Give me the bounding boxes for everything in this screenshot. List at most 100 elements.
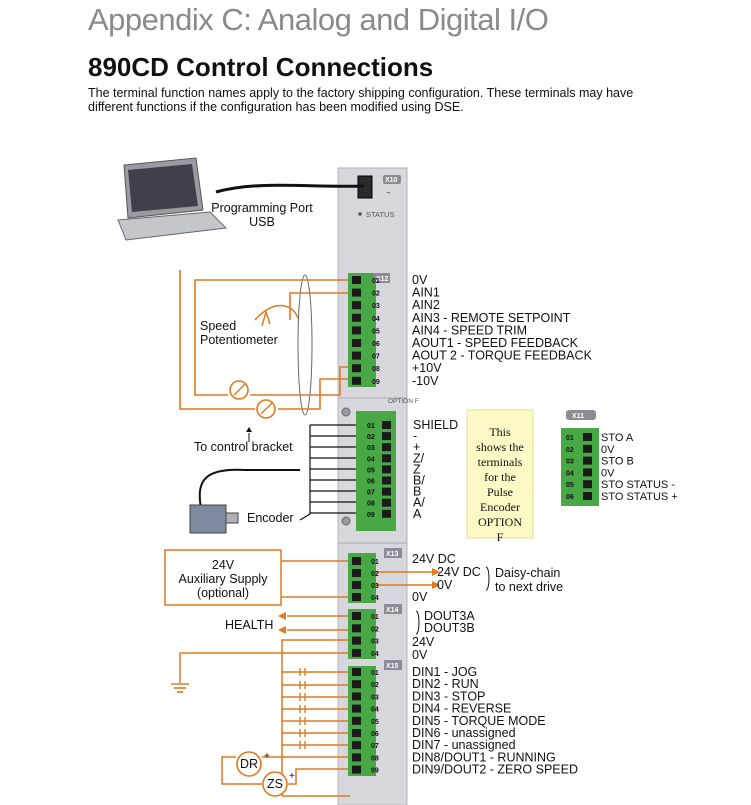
option-f-note-line: F <box>497 530 504 544</box>
x12-function-4: AIN3 - REMOTE SETPOINT <box>412 311 571 325</box>
x15-pin-08: 08 <box>371 755 379 762</box>
option-f-note-line: Encoder <box>480 500 520 514</box>
option_f-screw-06 <box>382 476 391 485</box>
x12-screw-05 <box>352 326 361 335</box>
control-bracket-label: To control bracket <box>194 440 293 454</box>
x11-function-6: STO STATUS + <box>601 491 678 503</box>
x13-function-3: 0V <box>437 578 453 592</box>
x13-function-4: 0V <box>412 590 428 604</box>
x11-pin-05: 05 <box>566 482 574 489</box>
option_f-pin-08: 08 <box>367 501 375 508</box>
x15-function-1: DIN1 - JOG <box>412 665 477 679</box>
x12-pin-09: 09 <box>372 379 380 386</box>
x11-function-2: 0V <box>601 444 615 456</box>
x11-function-4: 0V <box>601 467 615 479</box>
option_f-function-1: SHIELD <box>413 418 458 432</box>
x15-label: X15 <box>386 663 399 670</box>
x12-function-1: 0V <box>412 273 428 287</box>
x11-function-3: STO B <box>601 456 634 468</box>
option_f-pin-04: 04 <box>367 456 375 463</box>
x12-function-9: -10V <box>412 374 439 388</box>
option-f-note-line: Pulse <box>487 485 513 499</box>
dout3-brace <box>415 610 420 635</box>
option-f-label: OPTION F <box>388 398 419 405</box>
x15-pin-04: 04 <box>371 707 379 714</box>
x12-pin-01: 01 <box>372 278 380 285</box>
option-f-note-box <box>466 409 534 539</box>
x15-function-7: DIN7 - unassigned <box>412 738 516 752</box>
twisted-pair-loop <box>297 274 313 416</box>
x13-screw-04 <box>352 593 361 601</box>
x14-function-2: DOUT3B <box>424 621 475 635</box>
x12-function-7: AOUT 2 - TORQUE FEEDBACK <box>412 349 593 363</box>
option_f-screw-03 <box>382 443 391 452</box>
x12-screw-06 <box>352 339 361 347</box>
contact-symbols <box>299 668 306 749</box>
option_f-function-9: A <box>413 507 422 521</box>
speed-pot-label-2: Potentiometer <box>200 333 278 347</box>
bracket-arrowhead <box>246 427 252 432</box>
option_f-function-6: B/ <box>413 474 425 488</box>
speed-potentiometer-icon <box>254 304 299 327</box>
x15-screw-05 <box>352 716 361 725</box>
x13-function-2: 24V DC <box>437 565 481 579</box>
x12-screw-02 <box>352 288 361 297</box>
x13-label: X13 <box>386 551 399 558</box>
x11-screw-06 <box>583 492 592 500</box>
arrowhead-icon <box>278 612 286 620</box>
x12-screw-07 <box>352 351 361 360</box>
x13-tag <box>384 548 402 558</box>
x14-function-3: 24V <box>412 635 435 649</box>
health-label: HEALTH <box>225 618 273 632</box>
arrowhead-icon <box>432 581 440 589</box>
x12-label: X12 <box>376 276 389 283</box>
aux-supply-label-3: (optional) <box>197 586 249 600</box>
x12-pin-07: 07 <box>372 354 380 361</box>
zs-plus-sign: + <box>289 771 295 782</box>
x14-tag <box>384 604 402 614</box>
aux-supply-label-1: 24V <box>212 558 235 572</box>
encoder-icon <box>189 504 239 534</box>
daisy-chain-label-1: Daisy-chain <box>495 566 560 580</box>
x15-pin-03: 03 <box>371 694 379 701</box>
x11-screw-02 <box>583 444 592 453</box>
arrowhead-icon <box>432 568 440 576</box>
x15-pin-07: 07 <box>371 743 379 750</box>
x12-pin-05: 05 <box>372 328 380 335</box>
x15-pin-06: 06 <box>371 731 379 738</box>
x14-label: X14 <box>386 607 399 614</box>
x15-function-3: DIN3 - STOP <box>412 689 485 703</box>
x14-function-4: 0V <box>412 648 428 662</box>
section-title: 890CD Control Connections <box>88 52 434 82</box>
x15-screw-01 <box>352 668 361 676</box>
x13-pin-03: 03 <box>371 583 379 590</box>
option-f-note-line: OPTION <box>478 515 522 529</box>
x12-pin-08: 08 <box>372 366 380 373</box>
option_f-screw-04 <box>382 454 391 463</box>
option_f-function-3: + <box>413 440 420 454</box>
x12-pin-03: 03 <box>372 303 380 310</box>
x14-screw-01 <box>352 612 361 620</box>
x11-function-1: STO A <box>601 432 634 444</box>
x13-screw-02 <box>352 569 361 577</box>
x14-function-1: DOUT3A <box>424 609 475 623</box>
x13-pin-04: 04 <box>371 595 379 602</box>
daisy-chain-brace <box>485 566 490 591</box>
x11-tag <box>566 410 596 420</box>
option_f-screw-07 <box>382 487 391 496</box>
dr-plus-sign: + <box>264 751 270 762</box>
x11-pin-03: 03 <box>566 459 574 466</box>
option-f-note-line: shows the <box>476 440 524 454</box>
arrowhead-icon <box>278 626 286 634</box>
x11-screw-03 <box>583 456 592 465</box>
option_f-function-5: Z <box>413 462 421 476</box>
status-led <box>358 212 362 216</box>
x12-pin-06: 06 <box>372 341 380 348</box>
option_f-screw-02 <box>382 432 391 441</box>
x14-pin-02: 02 <box>371 626 379 633</box>
x13-pin-02: 02 <box>371 571 379 578</box>
speed-pot-label-1: Speed <box>200 319 236 333</box>
option_f-function-4: Z/ <box>413 451 425 465</box>
